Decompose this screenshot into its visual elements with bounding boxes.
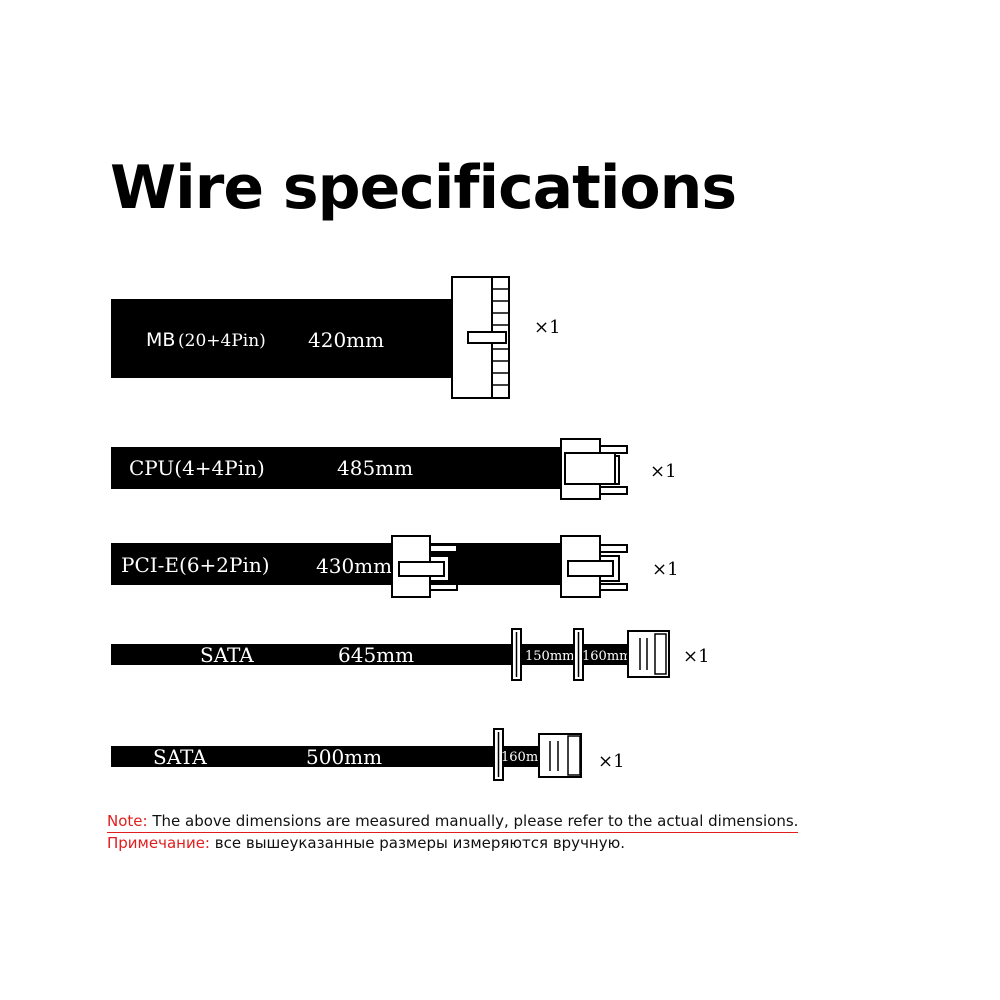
cable-sata-1-segment-2: 160mm (582, 649, 631, 664)
sata-1-inline-connector-a (511, 628, 522, 681)
cable-sata-1-segment-1: 150mm (525, 649, 574, 664)
cable-mb-quantity: ×1 (534, 317, 561, 338)
cable-cpu-label: CPU(4+4Pin) (129, 456, 265, 480)
cable-sata-1-sleeve (111, 644, 631, 665)
cable-sata-2-quantity: ×1 (598, 751, 625, 772)
sata-1-end-connector (627, 630, 670, 678)
sata-1-inline-connector-b (573, 628, 584, 681)
sata-2-inline-connector (493, 728, 504, 781)
note-english-label: Note: (107, 812, 148, 830)
cable-sata-2-label: SATA (153, 745, 207, 769)
cable-sata-2-sleeve (111, 746, 542, 767)
cable-mb-pins: (20+4Pin) (178, 331, 266, 351)
cable-mb: MB (20+4Pin) 420mm ×1 (111, 276, 561, 399)
pcie-inline-connector (391, 535, 458, 598)
cable-pcie: PCI-E(6+2Pin) 430mm ×1 (111, 535, 679, 598)
cable-pcie-length: 430mm (316, 554, 392, 578)
note-russian-label: Примечание: (107, 834, 210, 852)
cable-cpu-quantity: ×1 (650, 461, 677, 482)
note-russian: Примечание: все вышеуказанные размеры из… (107, 833, 798, 854)
cable-sata-2: SATA 500mm 160mm ×1 (111, 728, 625, 781)
cable-pcie-label: PCI-E(6+2Pin) (121, 553, 270, 577)
note-russian-text: все вышеуказанные размеры измеряются вру… (210, 834, 626, 852)
cable-pcie-sleeve (111, 543, 563, 585)
cable-sata-1-length: 645mm (338, 643, 414, 667)
cable-cpu: CPU(4+4Pin) 485mm ×1 (111, 438, 677, 500)
cable-sata-1: SATA 645mm 150mm 160mm ×1 (111, 628, 710, 681)
mb-24pin-connector (451, 276, 510, 399)
sata-2-end-connector (538, 733, 582, 778)
note-english: Note: The above dimensions are measured … (107, 811, 799, 833)
cable-cpu-length: 485mm (337, 456, 413, 480)
cable-mb-length: 420mm (308, 328, 384, 352)
cpu-8pin-connector (560, 438, 628, 500)
cable-pcie-quantity: ×1 (652, 559, 679, 580)
notes-block: Note: The above dimensions are measured … (107, 811, 799, 854)
cable-sata-1-label: SATA (200, 643, 254, 667)
cable-sata-2-length: 500mm (306, 745, 382, 769)
cable-sata-1-quantity: ×1 (683, 646, 710, 667)
pcie-end-connector (560, 535, 628, 598)
note-english-text: The above dimensions are measured manual… (147, 812, 799, 830)
page-title: Wire specifications (110, 153, 737, 223)
cable-mb-sleeve (111, 299, 455, 378)
cable-cpu-sleeve (111, 447, 563, 489)
cable-mb-label: MB (146, 329, 175, 351)
